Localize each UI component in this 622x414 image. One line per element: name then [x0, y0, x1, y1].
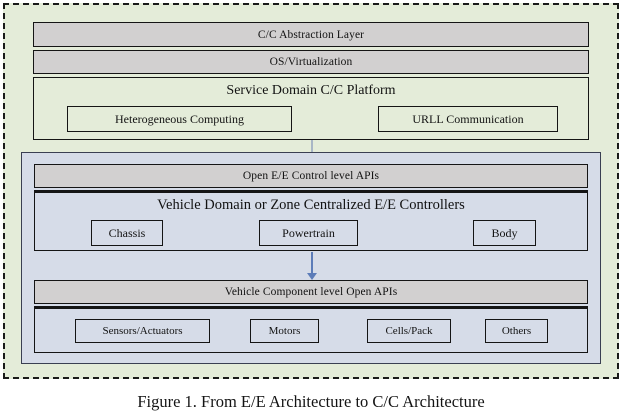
node-urll-communication[interactable]: URLL Communication [378, 106, 558, 132]
vehicle-component-level-apis-bar: Vehicle Component level Open APIs [34, 280, 588, 304]
vehicle-components-panel: Sensors/Actuators Motors Cells/Pack Othe… [34, 306, 588, 353]
open-ee-control-level-apis-label: Open E/E Control level APIs [242, 170, 380, 182]
node-others-label: Others [501, 325, 532, 337]
os-virtualization-bar: OS/Virtualization [33, 50, 589, 74]
node-heterogeneous-computing-label: Heterogeneous Computing [115, 111, 244, 126]
cc-abstraction-layer-label: C/C Abstraction Layer [257, 28, 365, 41]
node-motors[interactable]: Motors [250, 319, 319, 343]
node-chassis[interactable]: Chassis [91, 220, 163, 246]
node-cells-pack[interactable]: Cells/Pack [367, 319, 451, 343]
service-domain-platform-title: Service Domain C/C Platform [226, 83, 396, 98]
node-powertrain[interactable]: Powertrain [259, 220, 358, 246]
vehicle-controllers-title: Vehicle Domain or Zone Centralized E/E C… [157, 197, 465, 213]
vehicle-control-region: Open E/E Control level APIs Vehicle Doma… [21, 152, 601, 364]
node-chassis-label: Chassis [108, 225, 146, 240]
vehicle-controllers-panel: Vehicle Domain or Zone Centralized E/E C… [34, 190, 588, 251]
node-urll-communication-label: URLL Communication [412, 111, 524, 126]
node-motors-label: Motors [268, 325, 301, 337]
cc-abstraction-layer-bar: C/C Abstraction Layer [33, 22, 589, 47]
vehicle-component-level-apis-label: Vehicle Component level Open APIs [224, 286, 398, 298]
node-body-label: Body [491, 225, 518, 240]
node-others[interactable]: Others [485, 319, 548, 343]
os-virtualization-label: OS/Virtualization [269, 56, 353, 68]
node-sensors-actuators[interactable]: Sensors/Actuators [75, 319, 210, 343]
service-domain-platform-panel: Service Domain C/C Platform Heterogeneou… [33, 77, 589, 140]
open-ee-control-level-apis-bar: Open E/E Control level APIs [34, 164, 588, 188]
figure-caption: Figure 1. From E/E Architecture to C/C A… [137, 392, 485, 411]
node-powertrain-label: Powertrain [282, 225, 335, 240]
node-body[interactable]: Body [473, 220, 536, 246]
figure-diagram: C/C Abstraction Layer OS/Virtualization … [3, 3, 619, 379]
node-cells-pack-label: Cells/Pack [385, 325, 433, 337]
node-heterogeneous-computing[interactable]: Heterogeneous Computing [67, 106, 292, 132]
node-sensors-actuators-label: Sensors/Actuators [102, 325, 183, 337]
